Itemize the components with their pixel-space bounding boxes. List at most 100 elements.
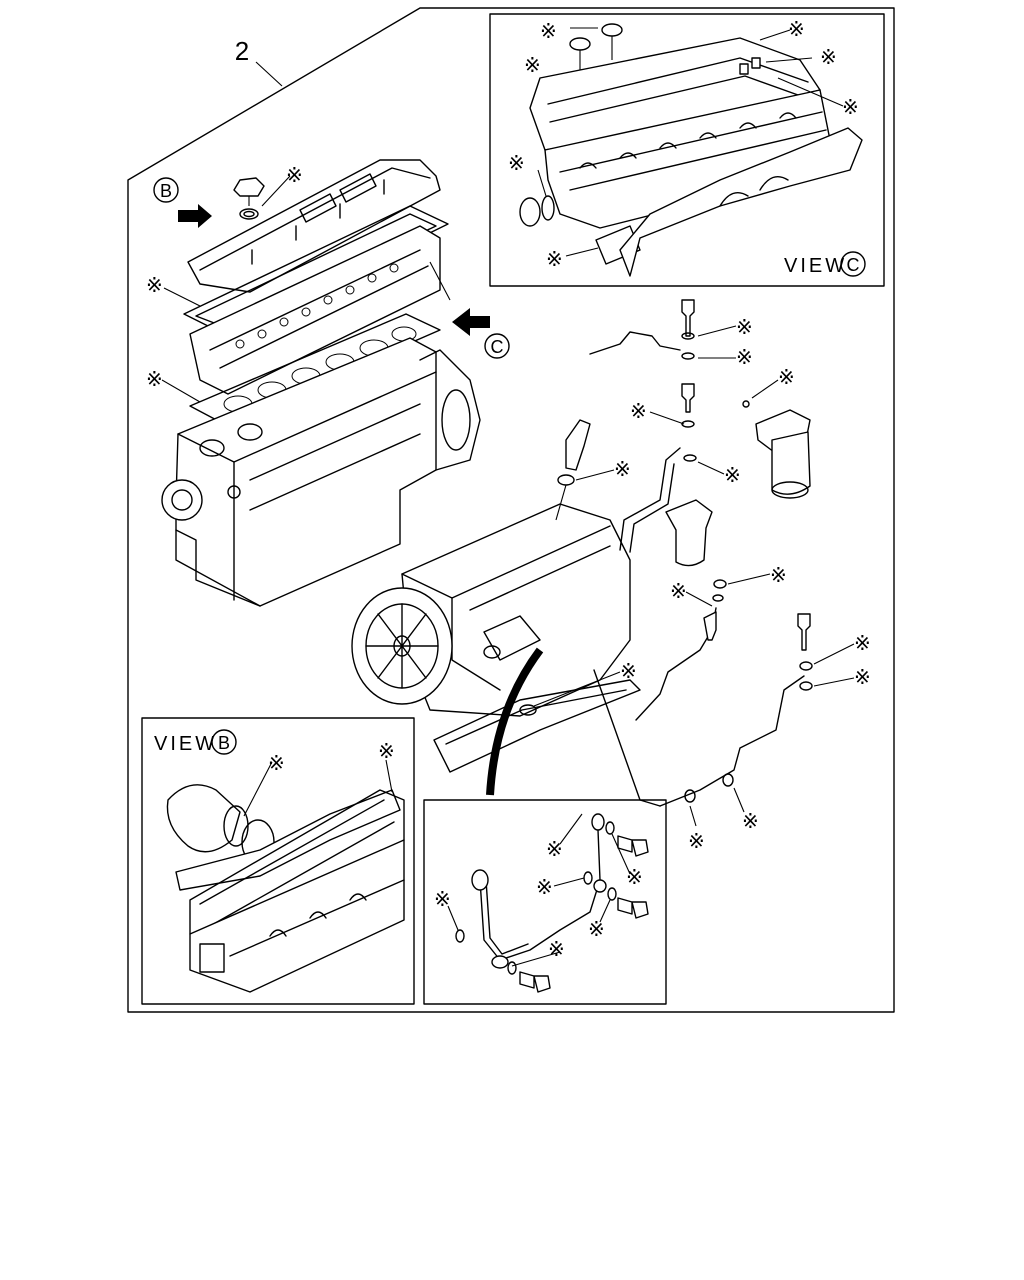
view-b-callout: B	[160, 181, 172, 201]
drawing-stroke	[547, 57, 809, 105]
oil-pan-gasket	[433, 679, 641, 773]
drawing-stroke	[261, 175, 291, 207]
banjo-bolt-4	[703, 611, 717, 641]
drawing-stroke	[199, 439, 225, 457]
drawing-stroke	[441, 389, 471, 451]
fuel-pipe-1	[619, 447, 681, 551]
view-b-inset: VIEW B ※ ※	[141, 717, 415, 1005]
fuel-filter-canister	[771, 431, 811, 495]
view-b-title: VIEW	[154, 733, 217, 755]
oil-filler-cap	[233, 177, 265, 197]
drawing-stroke	[727, 573, 771, 585]
asterisk-callout-4: ※	[820, 45, 837, 69]
plug-2	[751, 57, 761, 69]
drawing-stroke	[559, 111, 823, 173]
drawing-stroke	[485, 879, 529, 955]
drawing-stroke	[765, 57, 813, 63]
banjo-bolt-3	[797, 613, 811, 651]
drawing-stroke	[299, 193, 337, 223]
drawing-stroke	[385, 759, 393, 793]
drawing-stroke	[575, 469, 615, 481]
detail-banjo-left	[471, 869, 489, 891]
asterisk-callout-24: ※	[268, 751, 285, 775]
detail-bolt-2	[617, 897, 649, 919]
drawing-stroke	[840, 251, 866, 277]
asterisk-callout-18: ※	[670, 579, 687, 603]
asterisk-callout-23: ※	[742, 809, 759, 833]
drawing-stroke	[719, 176, 789, 207]
asterisk-callout-31: ※	[548, 937, 565, 961]
view-c-letter: C	[847, 255, 860, 275]
view-b-elbow	[166, 784, 241, 853]
asterisk-callout-1: ※	[540, 19, 557, 43]
view-b-letter: B	[218, 733, 230, 753]
asterisk-callout-29: ※	[588, 917, 605, 941]
drawing-stroke	[257, 329, 267, 339]
fuel-pipe-5	[659, 675, 805, 807]
drawing-stroke	[161, 379, 201, 403]
drawing-stroke	[199, 167, 431, 271]
drawing-stroke	[365, 603, 439, 689]
view-c-arrow	[452, 308, 490, 336]
drawing-stroke	[171, 489, 193, 511]
drawing-stroke	[533, 671, 621, 707]
washer-e	[713, 579, 727, 589]
drawing-stroke	[199, 943, 225, 973]
drawing-stroke	[445, 689, 627, 745]
drawing-stroke	[689, 805, 697, 827]
drawing-stroke	[483, 615, 541, 661]
drawing-stroke	[279, 317, 289, 327]
drawing-stroke	[249, 403, 421, 511]
drawing-stroke	[163, 287, 201, 307]
drawing-stroke	[519, 197, 541, 227]
drawing-stroke	[733, 787, 745, 813]
drawing-stroke	[229, 879, 405, 957]
drawing-stroke	[447, 905, 459, 931]
drawing-stroke	[339, 173, 377, 203]
asterisk-callout-21: ※	[620, 659, 637, 683]
drawing-stroke	[451, 597, 501, 691]
washer-i	[684, 789, 696, 803]
plug-1	[739, 63, 749, 75]
asterisk-callout-16: ※	[614, 457, 631, 481]
part-number-label: 2	[235, 36, 249, 66]
drawing-stroke	[553, 877, 585, 887]
drawing-stroke	[393, 635, 411, 657]
drawing-stroke	[323, 295, 333, 305]
detail-banjo-mid	[593, 879, 607, 893]
view-c-frame	[489, 13, 885, 287]
drawing-stroke	[429, 261, 451, 301]
injector-washer	[557, 474, 575, 486]
drawing-stroke	[243, 210, 255, 218]
asterisk-callout-28: ※	[536, 875, 553, 899]
view-c-manifold	[619, 127, 863, 277]
view-b-frame	[141, 717, 415, 1005]
fuel-pipe-2	[629, 463, 675, 553]
washer-a	[681, 332, 695, 340]
oil-line-detail-inset: ※ ※ ※ ※ ※ ※	[423, 799, 667, 1005]
drawing-stroke	[759, 29, 791, 41]
asterisk-callout-3: ※	[788, 17, 805, 41]
outer-frame	[127, 7, 895, 1013]
upper-engine-exploded-view: B C ※ ※ ※	[146, 159, 510, 607]
view-c-callout: C	[491, 337, 504, 357]
drain-plug-washer	[519, 704, 537, 716]
filler-seal	[239, 208, 259, 220]
asterisk-callout-10: ※	[146, 367, 163, 391]
asterisk-callout-9: ※	[146, 273, 163, 297]
drawing-stroke	[199, 799, 395, 927]
drawing-stroke	[511, 951, 561, 967]
asterisk-callout-6: ※	[508, 151, 525, 175]
asterisk-callout-11: ※	[736, 315, 753, 339]
detail-washer-4	[455, 929, 465, 943]
asterisk-callout-12: ※	[736, 345, 753, 369]
return-pipe	[593, 669, 661, 807]
fuel-injector	[565, 419, 591, 471]
seal-ring-side	[541, 195, 555, 221]
o-ring-1	[569, 37, 591, 51]
washer-j	[722, 773, 734, 787]
secondary-filter	[665, 499, 713, 567]
detail-bolt-1	[617, 835, 649, 857]
view-b-elbow-gasket	[223, 805, 249, 847]
drawing-stroke	[537, 169, 547, 197]
